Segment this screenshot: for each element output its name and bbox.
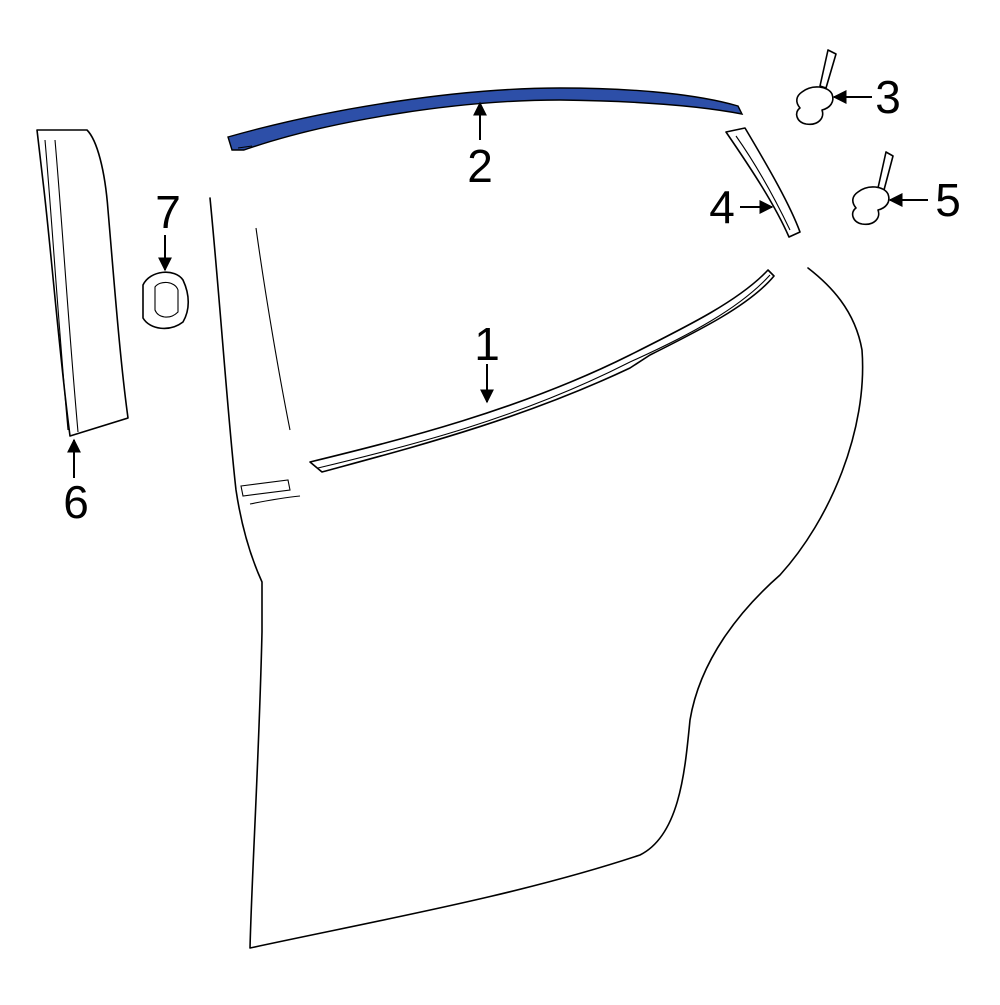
callout-arrows [67,90,928,478]
fastener-part-5 [851,151,894,226]
callout-5: 5 [935,174,961,226]
belt-moulding-part-1 [309,269,775,473]
pillar-garnish-part-6 [36,129,129,437]
clip-part-7 [142,271,190,330]
callout-4: 4 [709,181,735,233]
callout-1: 1 [474,318,500,370]
pillar-strip-part-4 [725,127,801,238]
callout-2: 2 [467,140,493,192]
door-outline [209,197,864,949]
callout-labels: 1 2 3 4 5 6 7 [63,71,961,528]
callout-6: 6 [63,476,89,528]
callout-3: 3 [875,71,901,123]
callout-7: 7 [155,186,181,238]
roof-moulding-part-2 [227,87,744,151]
fastener-part-3 [795,49,837,126]
